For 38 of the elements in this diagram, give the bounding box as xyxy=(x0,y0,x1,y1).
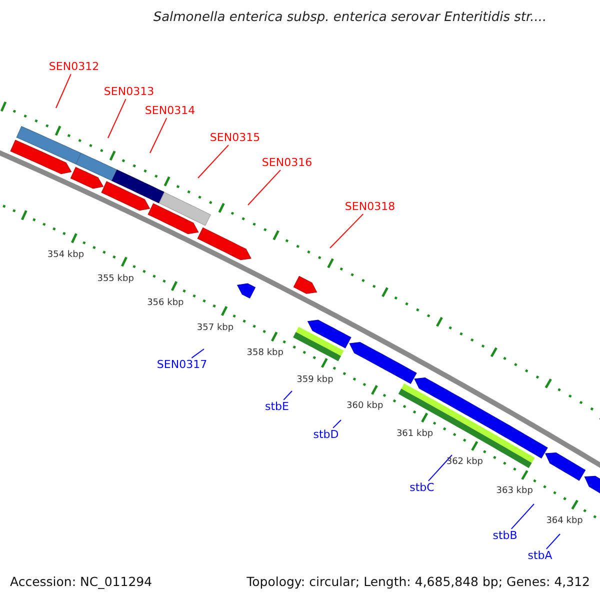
scale-label: 354 kbp xyxy=(47,251,84,262)
leader-line xyxy=(198,144,229,178)
scale-label: 360 kbp xyxy=(346,402,384,412)
gene-label: SEN0315 xyxy=(210,132,260,144)
leader-line xyxy=(330,214,364,248)
gene-label: stbA xyxy=(528,550,552,562)
gene-label: SEN0312 xyxy=(48,60,100,74)
leader-line xyxy=(546,534,560,550)
gene-label: SEN0313 xyxy=(104,86,154,98)
gene-label: stbB xyxy=(492,530,518,542)
leader-line xyxy=(283,390,292,400)
gene-label: SEN0317 xyxy=(156,358,208,372)
scale-label: 357 kbp xyxy=(196,324,234,334)
leader-line xyxy=(56,74,72,108)
scale-label: 355 kbp xyxy=(97,274,134,285)
leader-line xyxy=(248,170,281,206)
map-title: Salmonella enterica subsp. enterica serovar Enteritidis str.... xyxy=(153,10,547,26)
gene-label: SEN0316 xyxy=(262,156,312,170)
gene-label: stbE xyxy=(265,400,289,414)
scale-label: 361 kbp xyxy=(396,430,434,440)
gene-label: SEN0318 xyxy=(344,200,396,214)
scale-label: 363 kbp xyxy=(496,487,533,498)
scale-label: 364 kbp xyxy=(546,516,583,527)
leader-line xyxy=(191,348,204,358)
scale-label: 362 kbp xyxy=(446,458,484,468)
footer-text: Accession: NC_011294 xyxy=(10,575,152,589)
scale-label: 359 kbp xyxy=(296,376,334,386)
leader-line xyxy=(428,454,452,482)
scale-label: 358 kbp xyxy=(246,349,284,360)
footer-text: Topology: circular; Length: 4,685,848 bp; Genes: 4,312 xyxy=(246,575,590,589)
leader-line xyxy=(108,98,126,138)
gene-label: SEN0314 xyxy=(144,104,196,118)
gene-label: stbC xyxy=(410,482,434,494)
leader-line xyxy=(332,420,342,428)
scale-label: 356 kbp xyxy=(147,299,184,309)
leader-line xyxy=(150,118,168,154)
gene-label: stbD xyxy=(313,428,339,442)
leader-line xyxy=(510,504,534,530)
